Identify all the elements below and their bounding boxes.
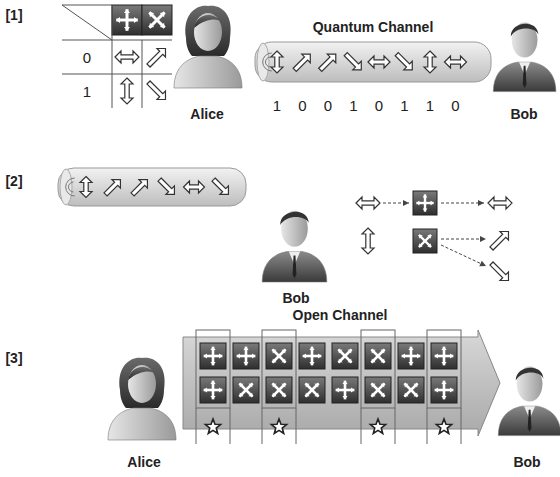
match-marks <box>196 408 461 444</box>
open-channel-band <box>183 330 500 436</box>
polarization-arrow <box>487 259 512 284</box>
basis-box <box>398 343 424 369</box>
polarization-arrow <box>487 227 512 252</box>
person-name: Bob <box>513 455 540 469</box>
bit-value: 0 <box>375 98 383 113</box>
person-name: Alice <box>127 455 160 469</box>
polarization-arrow <box>356 197 380 209</box>
basis-box <box>365 377 391 403</box>
open-channel: Open Channel <box>180 308 500 323</box>
polarization-arrow <box>155 175 178 198</box>
encoding-table <box>62 5 172 108</box>
polarization-arrow <box>101 175 124 198</box>
match-star <box>370 419 385 433</box>
polarization-arrow <box>80 177 92 198</box>
polarization-arrow <box>341 50 365 74</box>
bob-figure <box>498 367 560 436</box>
bob-figure <box>262 211 327 282</box>
basis-box <box>332 377 358 403</box>
quantum-channel: Quantum Channel <box>255 20 491 35</box>
person-name: Bob <box>510 107 537 121</box>
quantum-channel-tube <box>255 42 491 82</box>
basis-box <box>398 377 424 403</box>
basis-box <box>413 229 437 253</box>
polarization-arrow <box>424 51 436 73</box>
polarization-arrow <box>290 50 314 74</box>
polarization-arrow <box>368 56 390 68</box>
polarization-arrow <box>488 197 512 209</box>
bit-value: 1 <box>273 98 281 113</box>
polarization-arrow <box>144 78 169 103</box>
basis-box <box>332 343 358 369</box>
polarization-arrow <box>316 50 340 74</box>
match-star <box>271 419 286 433</box>
bit-value: 0 <box>298 98 306 113</box>
basis-box <box>200 343 226 369</box>
bit-value: 1 <box>400 98 408 113</box>
measurement-sketch <box>356 191 513 285</box>
polarization-arrow <box>392 50 416 74</box>
panel-number: [3] <box>5 351 22 365</box>
bit-value: 1 <box>349 98 357 113</box>
bit-value: 1 <box>426 98 434 113</box>
channel-title: Open Channel <box>180 308 500 323</box>
bob-figure <box>493 23 556 92</box>
person-name: Alice <box>190 107 223 121</box>
alice-figure <box>174 6 242 88</box>
basis-box <box>112 5 142 35</box>
basis-box <box>299 343 325 369</box>
panel-number: [2] <box>5 174 22 188</box>
table-cell: 0 <box>83 50 91 65</box>
quantum-channel-tube <box>58 168 246 206</box>
basis-box <box>200 377 226 403</box>
polarization-arrow <box>362 228 374 254</box>
bit-value: 0 <box>451 98 459 113</box>
table-cell: 1 <box>83 84 91 99</box>
basis-box <box>413 191 437 215</box>
channel-title: Quantum Channel <box>255 20 491 35</box>
polarization-arrow <box>144 44 169 69</box>
basis-box <box>431 377 457 403</box>
polarization-arrow <box>445 56 467 68</box>
basis-box <box>299 377 325 403</box>
match-star <box>436 419 451 433</box>
basis-box <box>365 343 391 369</box>
basis-box <box>431 343 457 369</box>
basis-box <box>142 5 172 35</box>
polarization-arrow <box>128 175 151 198</box>
polarization-arrow <box>184 181 205 193</box>
match-star <box>205 419 220 433</box>
polarization-arrow <box>121 78 133 104</box>
person-name: Bob <box>282 291 309 305</box>
alice-figure <box>108 358 176 440</box>
polarization-arrow <box>115 51 139 63</box>
polarization-arrow <box>209 175 232 198</box>
panel-number: [1] <box>5 8 22 22</box>
basis-box <box>233 377 259 403</box>
basis-box <box>266 343 292 369</box>
basis-box <box>266 377 292 403</box>
polarization-arrow <box>271 51 283 73</box>
bit-value: 0 <box>324 98 332 113</box>
basis-box <box>233 343 259 369</box>
